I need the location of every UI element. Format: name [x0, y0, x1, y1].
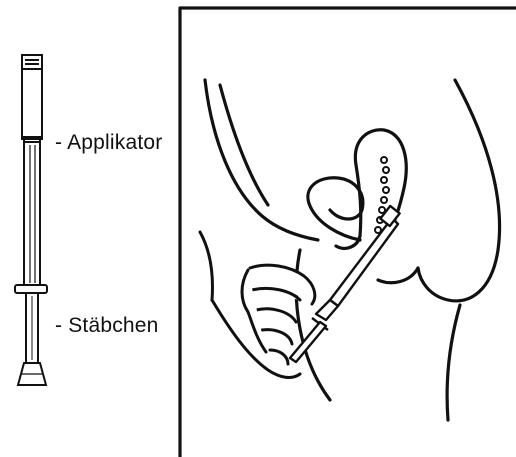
- body-contour-right: [418, 80, 500, 301]
- body-contour-left: [205, 80, 318, 240]
- organ-loop: [308, 178, 363, 240]
- illustration-frame: [180, 8, 516, 457]
